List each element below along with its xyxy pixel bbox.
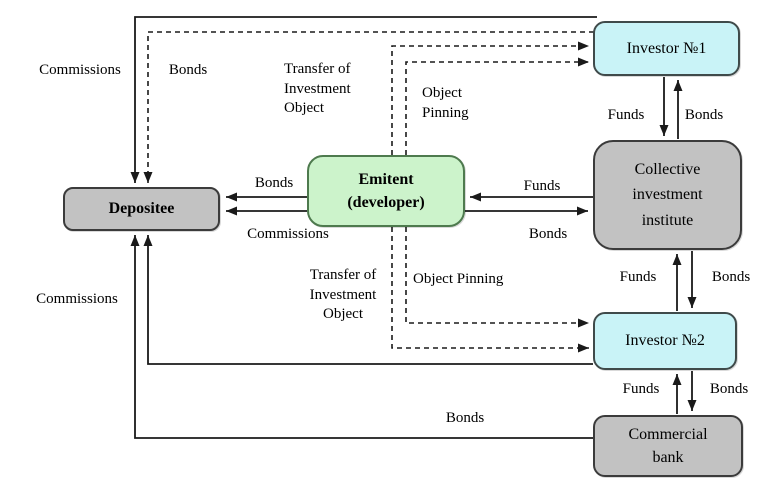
edge-emitent-investor1-pinning-dashed — [405, 57, 589, 155]
node-collective-investment-institute: Collective investment institute — [593, 140, 742, 250]
label-investor2-cii-funds: Funds — [619, 269, 657, 285]
node-investor-1: Investor №1 — [593, 21, 740, 76]
label-investor1-depositee-bonds: Bonds — [168, 62, 208, 78]
label-investor1-cii-funds: Funds — [607, 107, 645, 123]
edge-emitent-investor1-transfer-dashed — [391, 41, 589, 155]
label-emitent-depositee-commissions: Commissions — [247, 226, 329, 242]
label-transfer-investment-object-bottom: Transfer of Investment Object — [309, 267, 377, 322]
label-investor2-bank-bonds: Bonds — [709, 381, 749, 397]
label-emitent-cii-bonds: Bonds — [528, 226, 568, 242]
edge-emitent-investor2-pinning-dashed — [405, 227, 589, 328]
label-object-pinning-top: Object Pinning — [422, 85, 469, 121]
node-depositee: Depositee — [63, 187, 220, 231]
label-object-pinning-bottom: Object Pinning — [413, 271, 504, 287]
label-investor2-depositee-commissions: Commissions — [36, 291, 118, 307]
label-cii-investor1-bonds: Bonds — [684, 107, 724, 123]
edge-investor2-depositee-commissions — [143, 235, 593, 365]
node-commercial-bank: Commercial bank — [593, 415, 743, 477]
node-investor-2: Investor №2 — [593, 312, 737, 370]
edge-bank-depositee-bonds — [130, 235, 593, 439]
label-investor1-depositee-commissions: Commissions — [39, 62, 121, 78]
edge-investor1-depositee-bonds-dashed — [143, 31, 594, 183]
label-bank-depositee-bonds: Bonds — [445, 410, 485, 426]
label-bank-investor2-funds: Funds — [622, 381, 660, 397]
label-cii-emitent-funds: Funds — [523, 178, 561, 194]
label-transfer-investment-object-top: Transfer of Investment Object — [284, 61, 351, 116]
label-cii-investor2-bonds: Bonds — [711, 269, 751, 285]
label-emitent-depositee-bonds: Bonds — [254, 175, 294, 191]
edge-investor1-depositee-commissions — [130, 16, 597, 183]
edge-emitent-investor2-transfer-dashed — [391, 227, 589, 353]
node-emitent: Emitent (developer) — [307, 155, 465, 227]
